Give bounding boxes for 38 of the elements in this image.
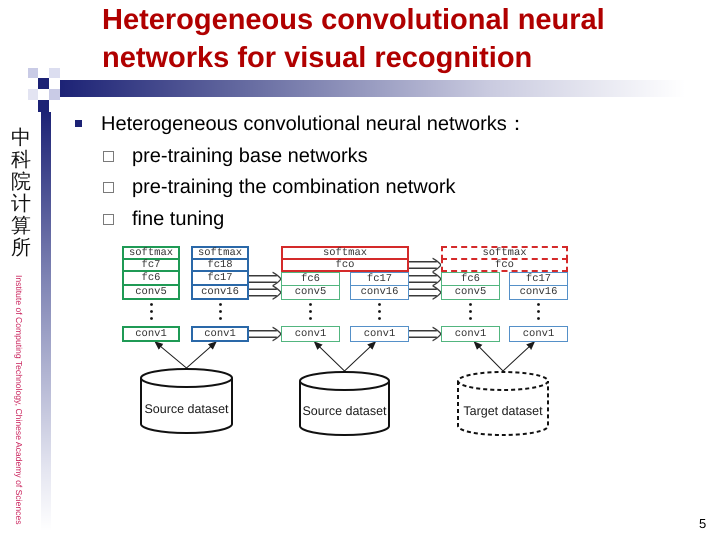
layer-box: conv1 xyxy=(122,326,180,342)
layer-box: conv16 xyxy=(350,285,409,300)
database-cylinder xyxy=(457,371,549,436)
arrow xyxy=(474,341,504,372)
layer-box: conv5 xyxy=(281,285,340,300)
node-label: Source dataset xyxy=(144,402,229,416)
layer-box: conv1 xyxy=(350,326,409,342)
layer-box: fc6 xyxy=(441,272,500,286)
vertical-chinese-text: 中科院计算所 xyxy=(11,126,31,258)
arrow xyxy=(154,341,187,368)
arrow xyxy=(502,341,535,372)
layer-box: fc17 xyxy=(509,272,568,286)
layer-box: conv16 xyxy=(509,285,568,300)
arrow xyxy=(186,341,217,368)
layer-box: fc6 xyxy=(281,272,340,286)
vertical-institute-text: Institute of Computing Technology, Chinese Academy of Sciences xyxy=(14,275,24,525)
layer-box: conv5 xyxy=(122,284,180,300)
page-number: 5 xyxy=(699,516,706,531)
slide-title: Heterogeneous convolutional neural networks for visual recognition xyxy=(102,3,606,76)
arrow xyxy=(314,341,345,372)
layer-box: conv1 xyxy=(441,326,500,342)
layer-box: conv1 xyxy=(281,326,340,342)
layer-box: conv16 xyxy=(191,284,249,300)
sub-bullet-text: pre-training base networks xyxy=(132,144,368,168)
sub-bullet-text: fine tuning xyxy=(132,207,224,231)
layer-box: fco xyxy=(281,258,409,272)
layer-box: conv5 xyxy=(441,285,500,300)
database-cylinder xyxy=(140,368,233,434)
bullet-text: Heterogeneous convolutional neural networks： xyxy=(101,112,527,136)
sub-bullet-text: pre-training the combination network xyxy=(132,175,456,199)
layer-box: fc17 xyxy=(350,272,409,286)
node-label: Source dataset xyxy=(302,404,387,419)
layer-box: conv1 xyxy=(191,326,249,342)
arrow xyxy=(344,341,376,372)
layer-box: fco xyxy=(441,258,568,272)
node-label: Target dataset xyxy=(463,404,543,419)
database-cylinder xyxy=(299,371,390,436)
layer-box: conv1 xyxy=(509,326,568,342)
